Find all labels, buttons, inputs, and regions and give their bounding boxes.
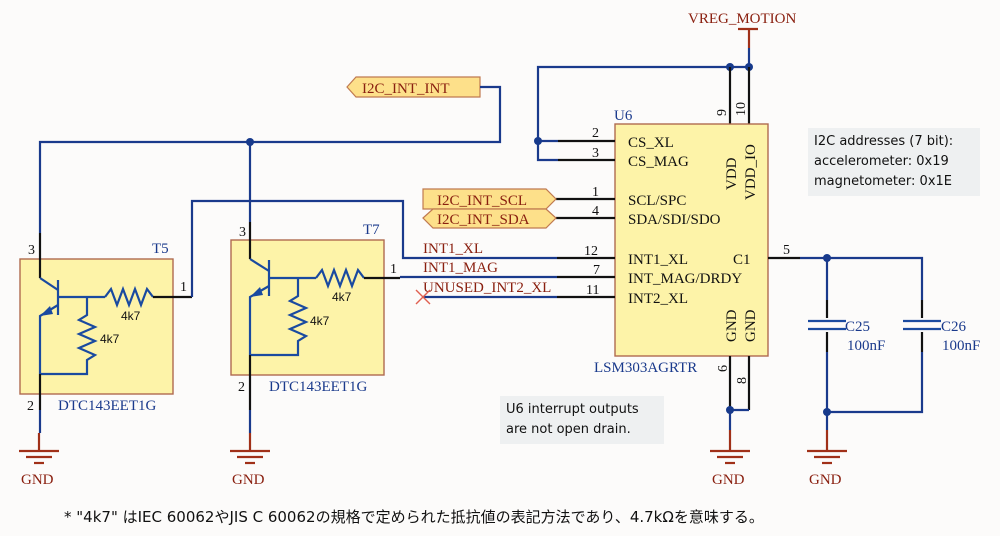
resistor-value: 4k7 xyxy=(332,290,352,304)
gnd-label: GND xyxy=(712,472,745,488)
pin-num: 8 xyxy=(735,377,750,384)
note-line: I2C addresses (7 bit): xyxy=(814,134,954,149)
t7-designator: T7 xyxy=(363,222,380,238)
port-label: I2C_INT_INT xyxy=(362,81,449,97)
vreg-label: VREG_MOTION xyxy=(688,11,796,27)
wire-int1-xl xyxy=(190,199,557,290)
pin-name: CS_XL xyxy=(628,135,674,151)
pin-num: 2 xyxy=(592,126,599,141)
pin-name: SDA/SDI/SDO xyxy=(628,212,721,228)
resistor-value: 4k7 xyxy=(310,314,330,328)
pin-name: INT2_XL xyxy=(628,291,688,307)
gnd-label: GND xyxy=(809,472,842,488)
pin-num: 7 xyxy=(593,263,600,278)
footnote: * "4k7" はIEC 60062やJIS C 60062の規格で定められた抵… xyxy=(64,508,764,526)
pin-name: INT_MAG/DRDY xyxy=(628,271,742,287)
pin-name: VDD_IO xyxy=(743,144,759,200)
pin-num: 12 xyxy=(584,244,598,259)
pin-name: SCL/SPC xyxy=(628,193,686,209)
port-i2c-int-scl[interactable]: I2C_INT_SCL xyxy=(422,188,557,210)
capacitor-network: C25 100nF C26 100nF xyxy=(800,254,980,416)
i2c-address-note: I2C addresses (7 bit): accelerometer: 0x… xyxy=(808,128,980,196)
pin-name: VDD xyxy=(724,157,740,190)
pin-num: 11 xyxy=(586,283,599,298)
pin-num: 3 xyxy=(28,243,35,258)
vreg-power-port: VREG_MOTION xyxy=(688,11,796,67)
net-label: UNUSED_INT2_XL xyxy=(423,280,551,296)
gnd-symbol-caps: GND xyxy=(807,412,847,488)
interrupt-note: U6 interrupt outputs are not open drain. xyxy=(500,396,664,444)
u6-part: LSM303AGRTR xyxy=(594,360,697,376)
wire-int-bus xyxy=(38,85,502,233)
gnd-symbol-t5: GND xyxy=(19,433,59,488)
pin-num: 1 xyxy=(180,280,187,295)
pin-num: 1 xyxy=(592,185,599,200)
t7-transistor: T7 DTC143EET1G 3 2 1 4k7 4k7 xyxy=(230,222,400,433)
note-line: magnetometer: 0x1E xyxy=(814,174,953,189)
net-label: INT1_MAG xyxy=(423,260,498,276)
pin-name: GND xyxy=(743,309,759,342)
gnd-symbol-u6: GND xyxy=(710,449,750,488)
port-label: I2C_INT_SDA xyxy=(437,212,530,228)
pin-num: 10 xyxy=(734,102,749,116)
pin-name: INT1_XL xyxy=(628,252,688,268)
pin-num: 2 xyxy=(238,380,245,395)
t7-part: DTC143EET1G xyxy=(269,379,367,395)
pin-name: CS_MAG xyxy=(628,154,689,170)
u6-designator: U6 xyxy=(614,108,633,124)
port-i2c-int-sda[interactable]: I2C_INT_SDA xyxy=(422,208,557,229)
c25-value: 100nF xyxy=(847,338,885,354)
note-line: U6 interrupt outputs xyxy=(506,402,639,417)
u6-component: U6 LSM303AGRTR 2 3 1 4 12 7 11 CS_XL CS_… xyxy=(556,102,800,450)
pin-num: 3 xyxy=(239,225,246,240)
pin-name: C1 xyxy=(733,252,751,268)
resistor-value: 4k7 xyxy=(121,309,141,323)
pin-num: 1 xyxy=(390,262,397,277)
vdd-rail xyxy=(534,63,753,162)
t5-designator: T5 xyxy=(152,241,169,257)
c25-designator: C25 xyxy=(845,319,870,335)
pin-name: GND xyxy=(724,309,740,342)
gnd-label: GND xyxy=(232,472,265,488)
pin-num: 4 xyxy=(592,204,599,219)
c26-designator: C26 xyxy=(941,319,967,335)
note-line: are not open drain. xyxy=(506,422,631,437)
port-label: I2C_INT_SCL xyxy=(437,193,527,209)
c26-value: 100nF xyxy=(942,338,980,354)
resistor-value: 4k7 xyxy=(100,332,120,346)
pin-num: 2 xyxy=(27,399,34,414)
note-line: accelerometer: 0x19 xyxy=(814,154,949,169)
pin-num: 5 xyxy=(783,243,790,258)
pin-num: 9 xyxy=(715,109,730,116)
port-i2c-int-int[interactable]: I2C_INT_INT xyxy=(346,76,481,98)
t5-transistor: T5 DTC143EET1G 3 2 1 4k7 4k7 xyxy=(19,233,194,433)
net-label: INT1_XL xyxy=(423,241,483,257)
gnd-label: GND xyxy=(21,472,54,488)
no-connect-icon xyxy=(415,289,431,305)
gnd-symbol-t7: GND xyxy=(230,433,270,488)
pin-num: 3 xyxy=(592,146,599,161)
t5-part: DTC143EET1G xyxy=(58,398,156,414)
pin-num: 6 xyxy=(716,365,731,372)
